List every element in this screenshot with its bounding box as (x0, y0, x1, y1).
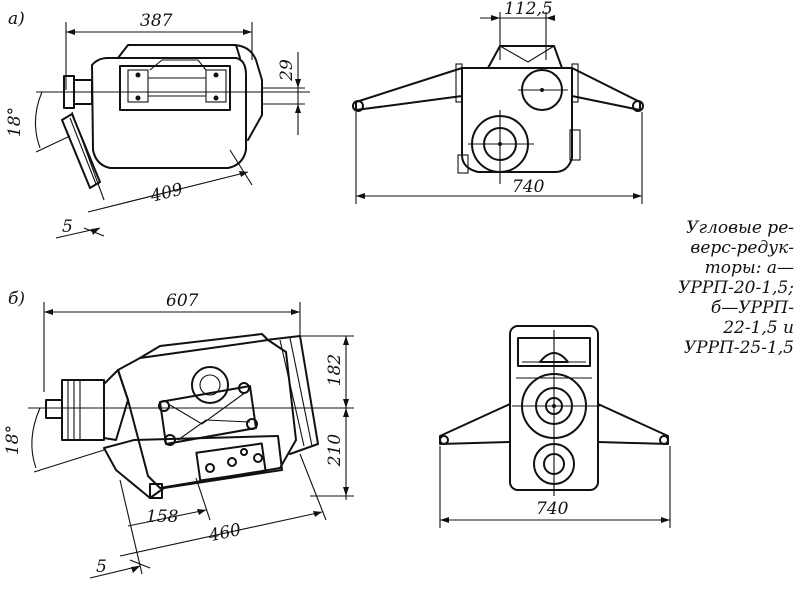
caption-line: Угловые ре- (686, 218, 794, 238)
svg-text:5: 5 (96, 557, 107, 577)
dim-b-heights: 182 210 (296, 335, 354, 500)
caption-line: УРРП-25-1,5 (683, 338, 794, 358)
dim-b-length: 607 (43, 291, 301, 392)
svg-text:29: 29 (277, 59, 297, 82)
svg-text:607: 607 (166, 291, 199, 311)
svg-text:210: 210 (325, 434, 345, 468)
svg-text:460: 460 (206, 520, 243, 547)
svg-text:387: 387 (140, 11, 173, 31)
svg-text:158: 158 (146, 507, 179, 527)
caption-line: УРРП-20-1,5; (678, 278, 794, 298)
figure-b-front-view: 740 (439, 325, 671, 528)
dim-b-d1: 158 (127, 477, 211, 527)
dim-a-small: 5 (55, 217, 105, 239)
figure-a-label: a) (8, 9, 25, 29)
dim-a-angle: 18° (5, 107, 25, 137)
svg-text:5: 5 (62, 217, 73, 237)
figure-b-label: б) (8, 289, 25, 309)
dim-a-diag: 409 (87, 149, 253, 213)
svg-text:409: 409 (148, 179, 185, 207)
svg-text:740: 740 (512, 177, 545, 197)
dim-b-span: 740 (439, 446, 671, 528)
dim-a-height: 29 (262, 52, 305, 135)
figure-caption: Угловые ре- верс-редук- торы: а— УРРП-20… (624, 218, 794, 358)
figure-a-front-view: 112,5 740 (352, 0, 644, 204)
dim-b-angle: 18° (3, 425, 23, 455)
figure-b-side-view: б) 607 18° (3, 289, 354, 579)
svg-text:740: 740 (536, 499, 569, 519)
caption-line: б—УРРП- (710, 298, 794, 318)
svg-text:182: 182 (325, 354, 345, 386)
dim-b-small: 5 (89, 479, 151, 579)
figure-a-side-view: a) 387 29 (5, 9, 310, 239)
caption-line: торы: а— (704, 258, 794, 278)
caption-line: 22-1,5 и (723, 318, 794, 338)
svg-text:112,5: 112,5 (504, 0, 553, 19)
caption-line: верс-редук- (690, 238, 794, 258)
dim-a-width: 112,5 (480, 0, 555, 60)
dim-b-d2: 460 (119, 453, 327, 557)
dim-a-span: 740 (355, 112, 643, 204)
